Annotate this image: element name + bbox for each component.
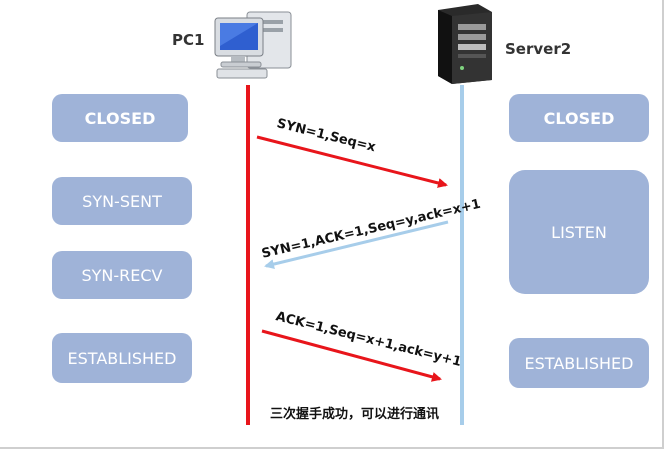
server-state-established: ESTABLISHED bbox=[509, 338, 649, 388]
client-state-syn-sent: SYN-SENT bbox=[52, 177, 192, 225]
arrow-ack bbox=[261, 329, 442, 382]
server-label: Server2 bbox=[505, 40, 572, 58]
server-state-closed: CLOSED bbox=[509, 94, 649, 142]
client-label: PC1 bbox=[172, 31, 205, 49]
desktop-computer-icon bbox=[214, 11, 292, 79]
server-tower-icon bbox=[438, 4, 492, 84]
server-state-listen: LISTEN bbox=[509, 170, 649, 294]
client-state-closed: CLOSED bbox=[52, 94, 188, 142]
client-state-established: ESTABLISHED bbox=[52, 333, 192, 383]
arrow-syn bbox=[256, 135, 448, 188]
client-state-syn-recv: SYN-RECV bbox=[52, 251, 192, 299]
handshake-caption: 三次握手成功，可以进行通讯 bbox=[270, 407, 440, 422]
arrow-syn-ack bbox=[264, 220, 449, 269]
